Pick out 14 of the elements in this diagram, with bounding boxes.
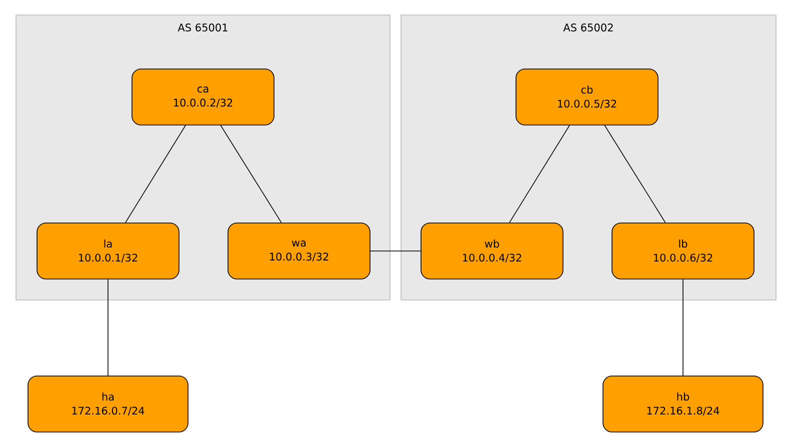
link-line [370, 250, 421, 252]
router-box: wa 10.0.0.3/32 [228, 222, 370, 280]
router-box: la 10.0.0.1/32 [36, 222, 180, 280]
link-line [509, 125, 570, 223]
router-box: wb 10.0.0.4/32 [420, 222, 564, 280]
router-box: ha 172.16.0.7/24 [28, 376, 188, 432]
router-box: ca 10.0.0.2/32 [132, 68, 274, 126]
link-line [220, 125, 282, 223]
router-box: lb 10.0.0.6/32 [612, 222, 754, 280]
link-line [125, 125, 186, 223]
link-line [682, 279, 684, 376]
link-line [604, 125, 666, 223]
router-box: hb 172.16.1.8/24 [602, 376, 764, 432]
router-box: cb 10.0.0.5/32 [516, 68, 658, 126]
